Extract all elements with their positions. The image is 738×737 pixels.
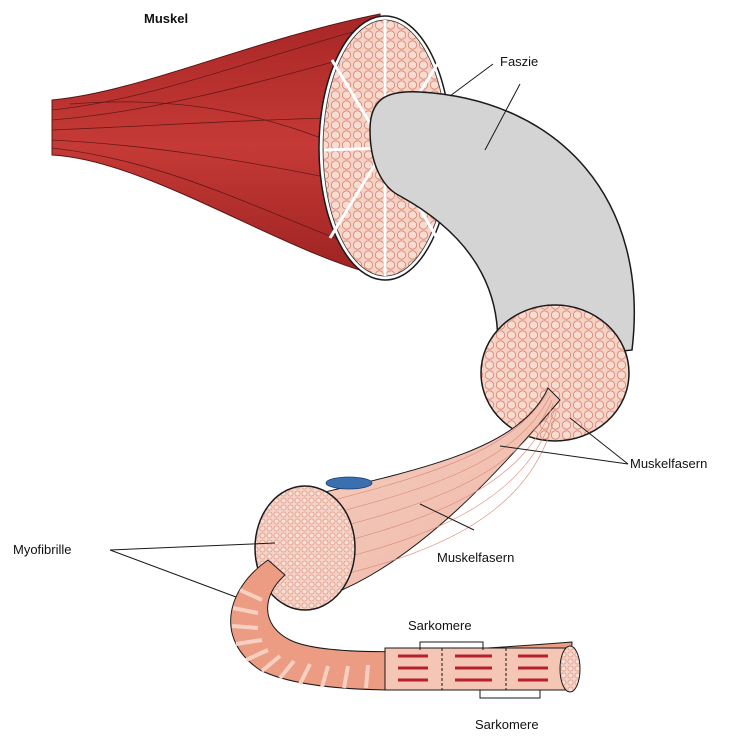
- label-muscle-fibers-upper: Muskelfasern: [630, 456, 707, 471]
- nucleus: [326, 477, 372, 489]
- label-sarcomere-top: Sarkomere: [408, 618, 472, 633]
- label-fascia: Faszie: [500, 54, 538, 69]
- fascicle-cross-section: [481, 305, 629, 441]
- label-muscle: Muskel: [144, 11, 188, 26]
- label-muscle-fibers-lower: Muskelfasern: [437, 550, 514, 565]
- label-myofibril: Myofibrille: [13, 542, 72, 557]
- label-sarcomere-bottom: Sarkomere: [475, 717, 539, 732]
